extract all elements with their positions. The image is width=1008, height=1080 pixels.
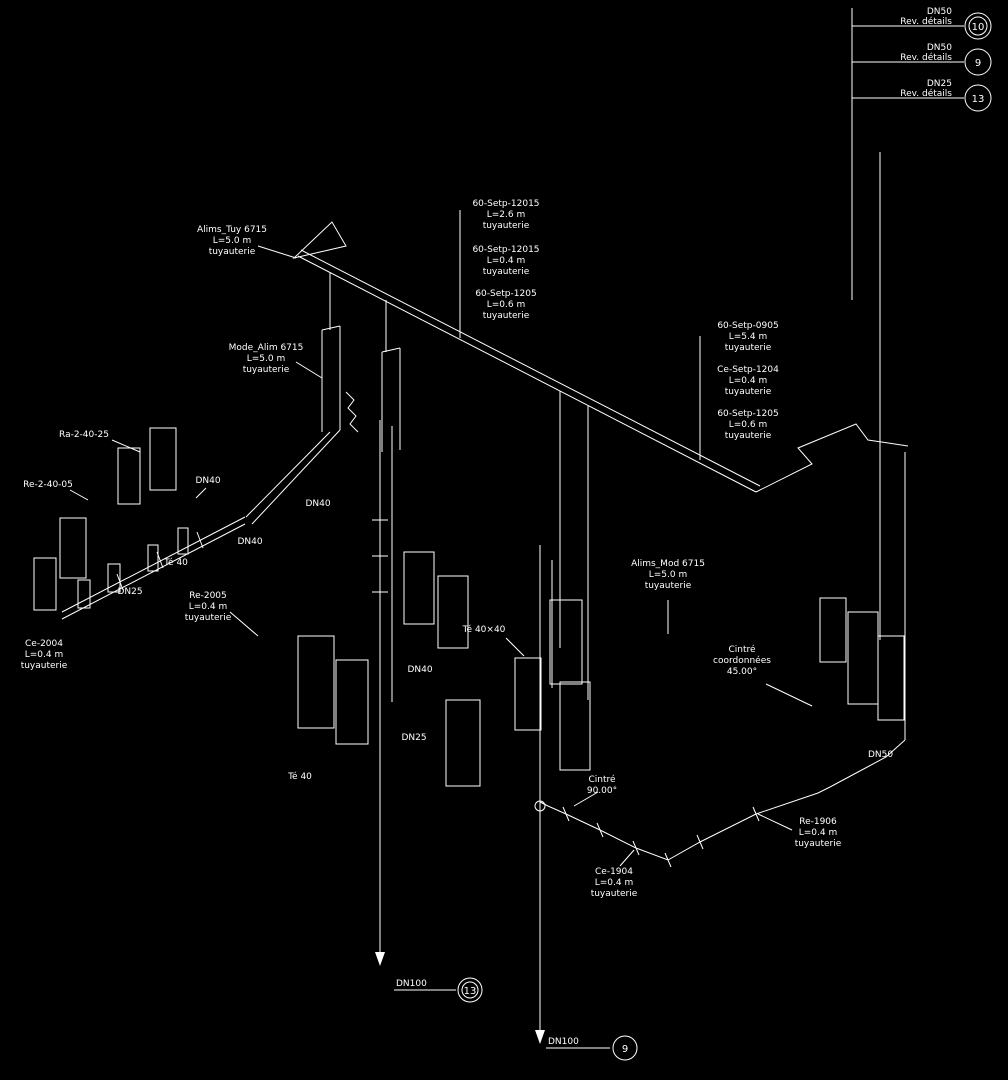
- callout-label: DN100: [396, 979, 427, 989]
- pipe-line: [245, 431, 331, 518]
- equipment-block: [107, 563, 121, 593]
- label-leader-line: [295, 361, 323, 379]
- label-dn40_d: DN40: [407, 665, 432, 675]
- equipment-block: [147, 544, 159, 572]
- callout-number: 9: [975, 58, 981, 69]
- equipment-block: [559, 681, 591, 771]
- label-dn40_b: DN40: [237, 537, 262, 547]
- equipment-block: [297, 635, 335, 729]
- label-leader-line: [765, 683, 813, 707]
- label-leader-line: [229, 611, 259, 637]
- pipe-line: [321, 325, 341, 331]
- callout-number: 13: [464, 986, 477, 997]
- equipment-block: [549, 599, 583, 685]
- callout-number: 13: [972, 94, 985, 105]
- label-dn40_a: DN40: [195, 476, 220, 486]
- pipe-line: [300, 249, 761, 487]
- label-leader-line: [257, 245, 297, 259]
- callout-circle: [457, 977, 483, 1003]
- equipment-block: [403, 551, 435, 625]
- equipment-block: [514, 657, 542, 731]
- equipment-block: [33, 557, 57, 611]
- pipe-line: [196, 531, 204, 549]
- pipe-run: [539, 739, 906, 861]
- pipe-run: [345, 391, 359, 433]
- pipe-line: [61, 516, 246, 613]
- flow-direction-marker: [292, 221, 347, 259]
- label-leader-line: [111, 439, 141, 453]
- pipe-line: [297, 255, 757, 493]
- label-leader-line: [195, 487, 207, 499]
- pipe-run: [755, 423, 909, 493]
- label-leader-line: [757, 813, 793, 831]
- callout-circle: [964, 12, 992, 40]
- callout-circle: [964, 84, 992, 112]
- label-re_tag: Re-2-40-05: [23, 480, 73, 490]
- callout-circle: [612, 1035, 638, 1061]
- label-leader-line: [69, 489, 89, 501]
- callout-label: DN100: [548, 1037, 579, 1047]
- equipment-block: [149, 427, 177, 491]
- equipment-block: [177, 527, 189, 555]
- equipment-block: [117, 447, 141, 505]
- pipe-fitting-icon: [534, 800, 546, 812]
- label-te40_a: Té 40: [163, 557, 188, 568]
- equipment-block: [437, 575, 469, 649]
- equipment-block: [59, 517, 87, 579]
- callout-circle-inner: [461, 981, 479, 999]
- callout-circle: [964, 48, 992, 76]
- equipment-block: [445, 699, 481, 787]
- equipment-block: [877, 635, 905, 721]
- label-te40_b: Té 40: [287, 771, 312, 782]
- label-ra_tag: Ra-2-40-25: [59, 430, 109, 440]
- pipe-end-arrow-icon: [375, 952, 385, 966]
- label-dn40_c: DN40: [305, 499, 330, 509]
- callout-number: 9: [622, 1044, 628, 1055]
- equipment-block: [335, 659, 369, 745]
- label-leader-line: [573, 791, 599, 807]
- label-dn50_pipe: DN50: [868, 750, 893, 760]
- pipe-line: [251, 429, 341, 525]
- callout-circle-inner: [968, 16, 988, 36]
- pipe-end-arrow-icon: [535, 1030, 545, 1044]
- equipment-block: [819, 597, 847, 663]
- callout-number: 10: [972, 22, 985, 33]
- equipment-block: [77, 579, 91, 609]
- label-te4040: Té 40×40: [462, 624, 506, 635]
- label-leader-line: [619, 849, 635, 867]
- label-leader-line: [505, 637, 525, 657]
- pipe-line: [381, 347, 401, 353]
- label-dn25_a: DN25: [117, 587, 142, 597]
- label-dn25_b: DN25: [401, 733, 426, 743]
